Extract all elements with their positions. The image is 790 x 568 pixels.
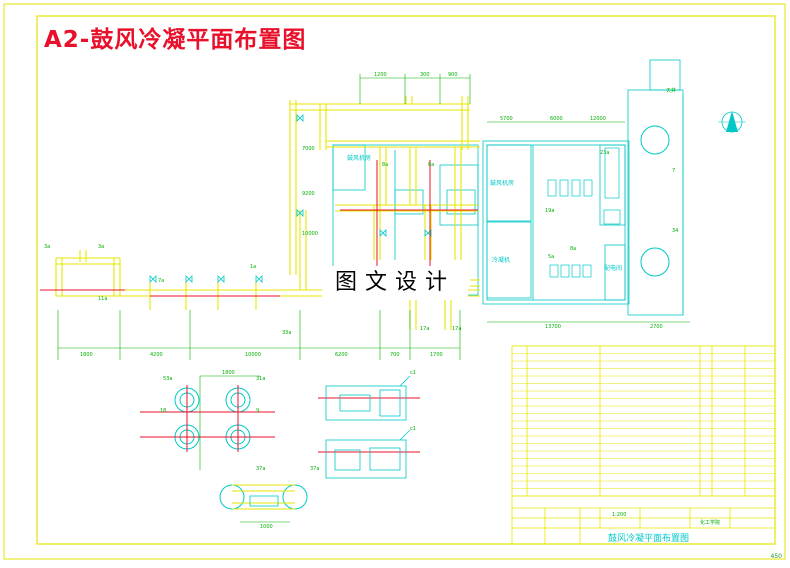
svg-text:c1: c1: [410, 426, 416, 432]
svg-text:1a: 1a: [250, 264, 256, 270]
svg-text:7: 7: [672, 168, 675, 174]
svg-text:1800: 1800: [80, 352, 93, 358]
equip-label-d: 配电间: [604, 264, 622, 272]
parts-list-table: [511, 345, 776, 545]
svg-text:11a: 11a: [98, 296, 107, 302]
svg-text:5a: 5a: [548, 254, 554, 260]
equipment-circles: [174, 125, 670, 510]
svg-text:18: 18: [160, 408, 166, 414]
svg-text:10000: 10000: [245, 352, 261, 358]
svg-text:2700: 2700: [650, 324, 663, 330]
equip-label-a: 鼓风机房: [347, 154, 371, 162]
svg-text:4200: 4200: [150, 352, 163, 358]
svg-text:3a: 3a: [44, 244, 50, 250]
watermark-stamp: 图文设计: [322, 266, 468, 300]
svg-text:31a: 31a: [256, 376, 265, 382]
svg-text:7a: 7a: [158, 278, 164, 284]
svg-text:8a: 8a: [428, 162, 434, 168]
svg-text:1800: 1800: [222, 370, 235, 376]
inner-frame: [36, 15, 776, 545]
svg-text:700: 700: [390, 352, 400, 358]
red-markers: [40, 160, 478, 453]
building-outline: [332, 59, 684, 316]
elevation-details: [249, 375, 411, 507]
outer-frame: [3, 3, 786, 560]
title-block-scale: 1:200: [612, 512, 626, 518]
svg-text:37a: 37a: [256, 466, 265, 472]
svg-text:9200: 9200: [302, 191, 315, 197]
svg-text:17a: 17a: [420, 326, 429, 332]
title-block: [512, 495, 775, 544]
svg-text:19a: 19a: [545, 208, 554, 214]
item-numbers: 3a 3a 11a 7a 1a 33a 17a 17a 8a 8a 7 34 5…: [44, 87, 678, 472]
svg-text:12000: 12000: [590, 116, 606, 122]
parts-list-rows: [512, 345, 775, 497]
drawing-title: A2-鼓风冷凝平面布置图: [44, 27, 307, 53]
svg-text:8a: 8a: [570, 246, 576, 252]
svg-text:9: 9: [256, 408, 259, 414]
svg-text:天井: 天井: [666, 87, 676, 94]
racks: [547, 147, 621, 278]
dimension-lines: [57, 74, 690, 523]
svg-text:17a: 17a: [452, 326, 461, 332]
svg-text:8a: 8a: [382, 162, 388, 168]
svg-text:1200: 1200: [374, 72, 387, 78]
page-number: 450: [770, 553, 782, 560]
north-arrow: [718, 111, 746, 133]
svg-text:1700: 1700: [430, 352, 443, 358]
svg-text:1000: 1000: [260, 524, 273, 530]
svg-text:53a: 53a: [163, 376, 172, 382]
equip-label-c: 冷凝机: [492, 256, 510, 264]
pipe-network: [55, 96, 480, 510]
svg-text:33a: 33a: [282, 330, 291, 336]
svg-text:c1: c1: [410, 370, 416, 376]
svg-text:13700: 13700: [545, 324, 561, 330]
svg-text:300: 300: [420, 72, 430, 78]
title-block-drawing-title: 鼓风冷凝平面布置图: [608, 532, 689, 544]
dimension-text: 1200 300 900 1800 4200 10000 6200 700 17…: [80, 72, 663, 530]
svg-text:3a: 3a: [98, 244, 104, 250]
svg-text:5700: 5700: [500, 116, 513, 122]
svg-text:6200: 6200: [335, 352, 348, 358]
title-block-company: 化工学院: [700, 519, 720, 526]
svg-text:900: 900: [448, 72, 458, 78]
svg-text:37a: 37a: [310, 466, 319, 472]
valve-markers: [149, 114, 432, 283]
svg-text:10000: 10000: [302, 231, 318, 237]
svg-text:34: 34: [672, 228, 678, 234]
svg-text:7000: 7000: [302, 146, 315, 152]
svg-text:6000: 6000: [550, 116, 563, 122]
equip-label-b: 鼓风机房: [490, 179, 514, 187]
